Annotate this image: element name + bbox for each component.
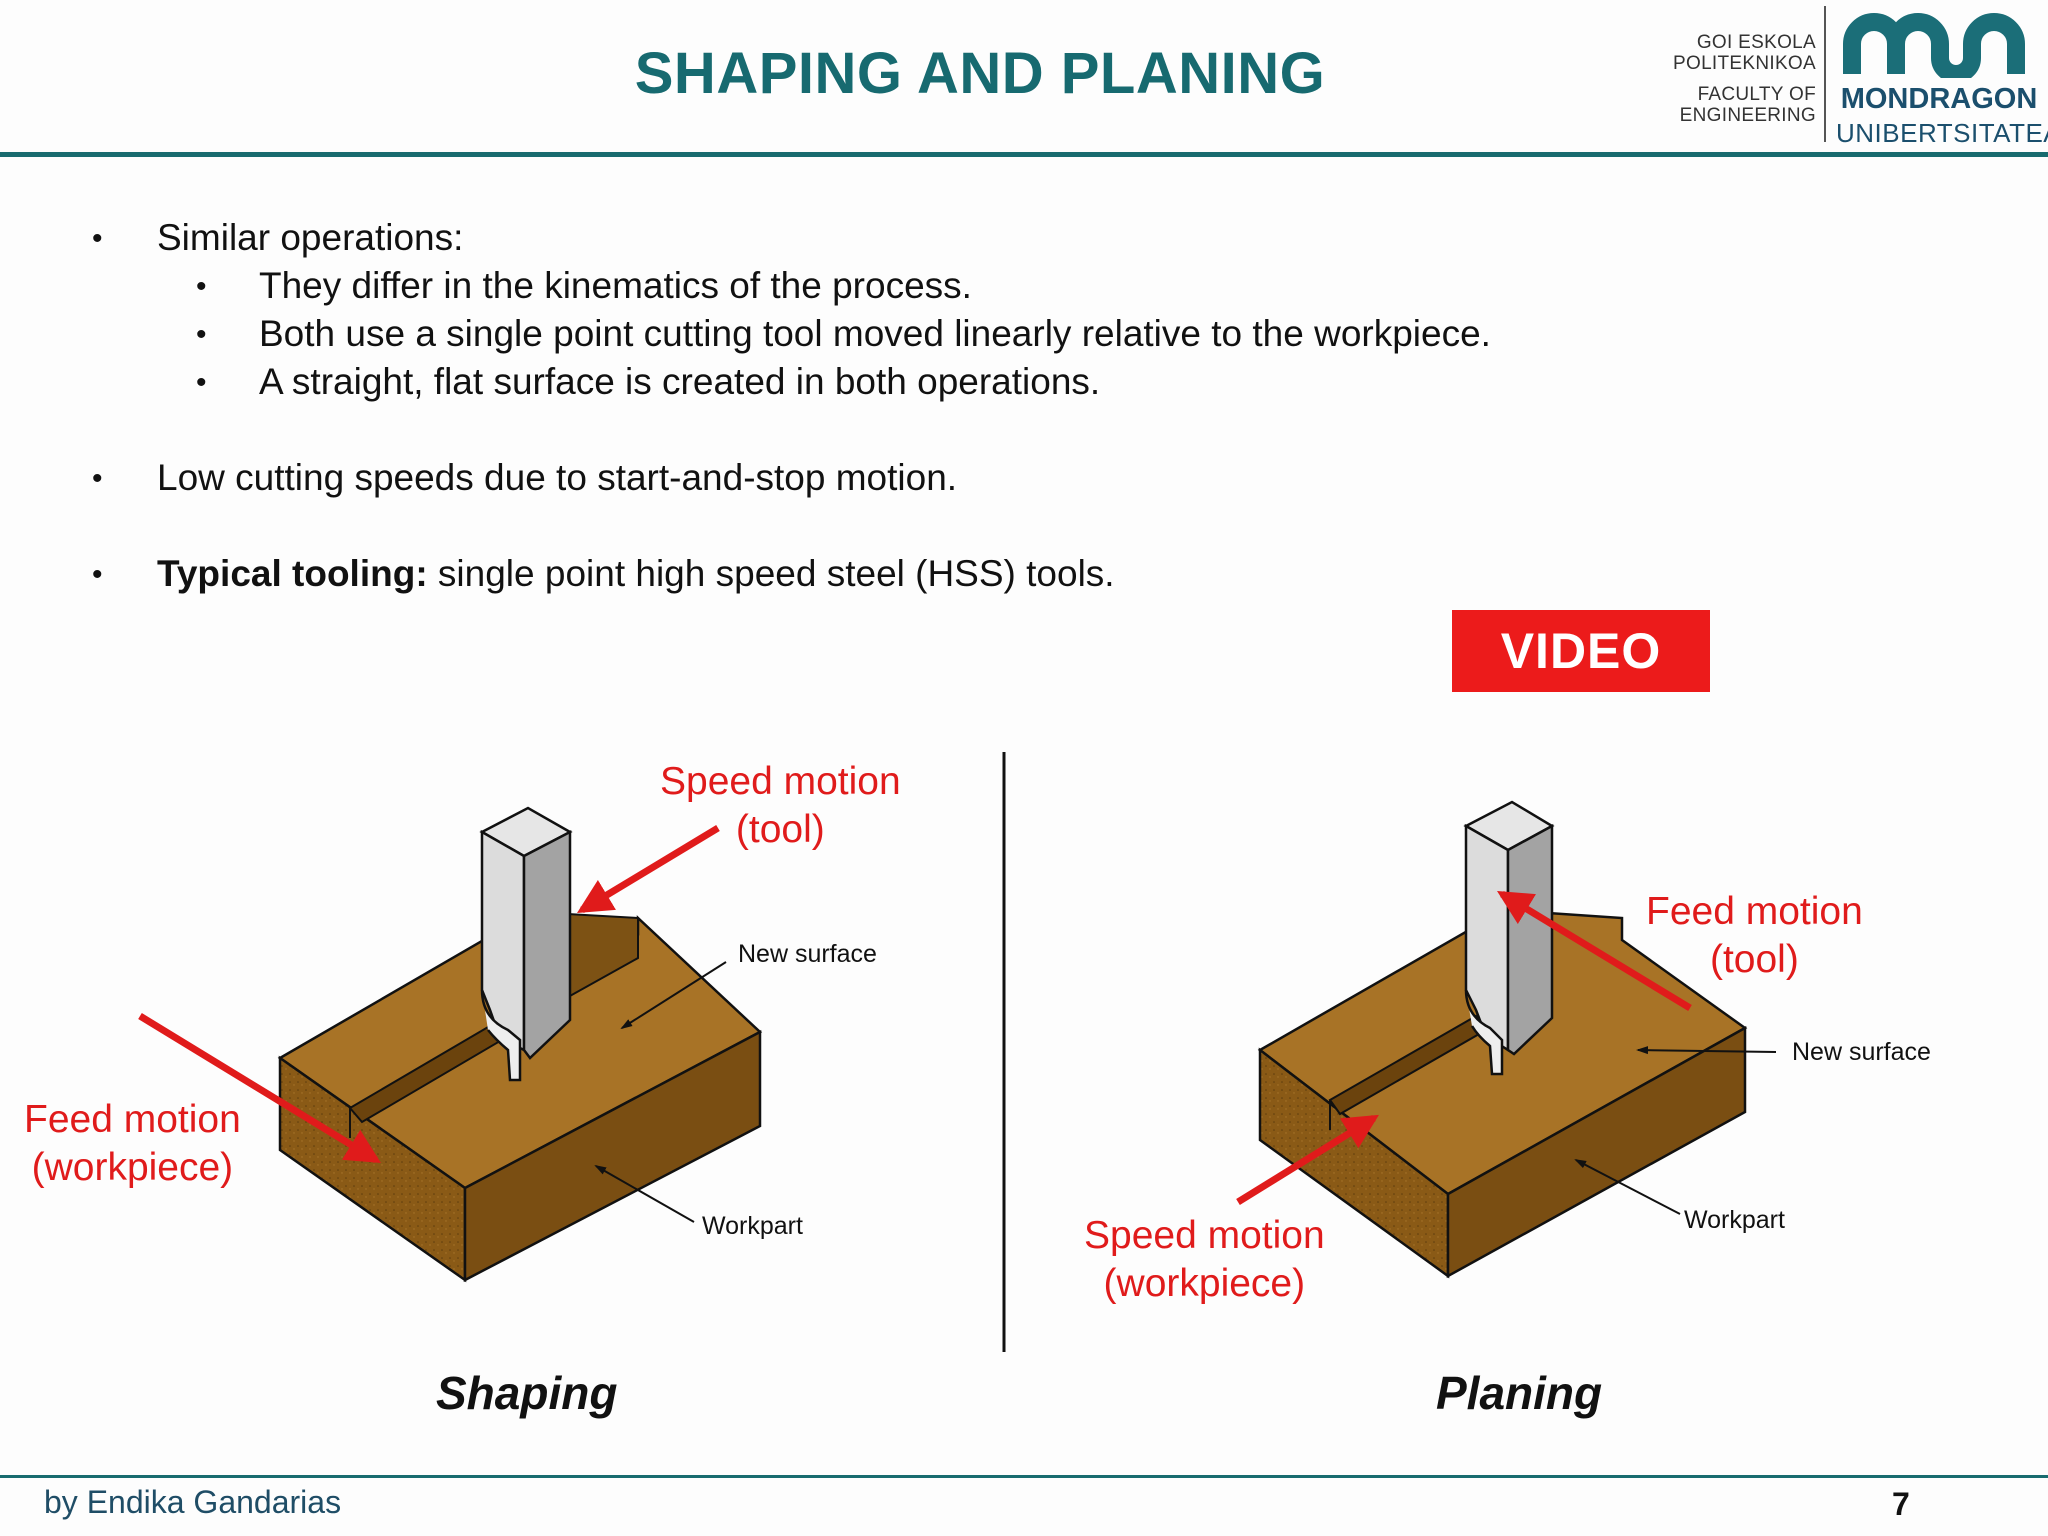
faculty-text: GOI ESKOLA POLITEKNIKOA FACULTY OF ENGIN…: [1673, 32, 1816, 126]
slide-header: SHAPING AND PLANING GOI ESKOLA POLITEKNI…: [0, 0, 2048, 157]
label-line: Speed motion: [660, 760, 901, 803]
planing-feed-label: Feed motion (tool): [1646, 888, 1863, 984]
planing-caption: Planing: [1436, 1367, 1603, 1419]
bullet-low-speed: Low cutting speeds due to start-and-stop…: [157, 457, 958, 498]
bullet-dot: •: [196, 270, 207, 303]
planing-feed-arrow: [1497, 890, 1692, 1011]
faculty-line: ENGINEERING: [1679, 105, 1816, 126]
bullet-similar: Similar operations:: [157, 217, 464, 258]
sub-bullet-single-point: Both use a single point cutting tool mov…: [259, 313, 1491, 354]
video-button[interactable]: VIDEO: [1452, 610, 1710, 692]
label-line: Feed motion: [1646, 890, 1863, 933]
university-name: MONDRAGON UNIBERTSITATEA: [1836, 82, 2048, 150]
shaping-caption: Shaping: [436, 1367, 618, 1419]
bullet-dot: •: [196, 318, 207, 351]
slide-title: SHAPING AND PLANING: [634, 41, 1326, 106]
bullet-dot: •: [92, 558, 103, 591]
shaping-tool: [479, 806, 573, 1082]
label-line: Speed motion: [1084, 1214, 1325, 1257]
label-line: (tool): [1709, 938, 1799, 981]
shaping-workpart-leader: [594, 1165, 695, 1223]
footer-divider: [0, 1475, 2048, 1478]
shaping-feed-label: Feed motion (workpiece): [24, 1096, 241, 1192]
shaping-planing-figure: [138, 752, 1777, 1352]
planing-workpart-leader: [1574, 1159, 1681, 1215]
planing-workpart-label: Workpart: [1684, 1206, 1785, 1234]
shaping-workpart-label: Workpart: [702, 1212, 803, 1240]
tooling-text: single point high speed steel (HSS) tool…: [427, 553, 1115, 594]
label-line: (tool): [735, 808, 825, 851]
shaping-new-surface-leader: [620, 961, 727, 1030]
university-logo: GOI ESKOLA POLITEKNIKOA FACULTY OF ENGIN…: [1640, 0, 2048, 150]
header-divider: [0, 152, 2048, 157]
logo-divider: [1824, 6, 1826, 142]
bullet-dot: •: [92, 462, 103, 495]
sub-bullet-kinematics: They differ in the kinematics of the pro…: [259, 265, 972, 306]
mondragon-mark-icon: [1843, 13, 2025, 78]
faculty-line: POLITEKNIKOA: [1673, 53, 1816, 74]
bullet-tooling: Typical tooling: single point high speed…: [157, 552, 1115, 596]
sub-bullet-flat-surface: A straight, flat surface is created in b…: [259, 361, 1101, 402]
shaping-feed-arrow: [138, 1013, 381, 1164]
planing-new-surface-leader: [1636, 1046, 1777, 1055]
university-name-main: MONDRAGON: [1840, 83, 2038, 115]
shaping-speed-label: Speed motion (tool): [660, 758, 901, 854]
label-line: (workpiece): [1103, 1262, 1306, 1305]
tooling-label: Typical tooling:: [157, 553, 428, 594]
faculty-line: FACULTY OF: [1697, 84, 1816, 105]
shaping-new-surface-label: New surface: [738, 940, 877, 968]
bullet-dot: •: [196, 366, 207, 399]
planing-speed-label: Speed motion (workpiece): [1084, 1212, 1325, 1308]
shaping-speed-arrow: [577, 825, 720, 914]
label-line: Feed motion: [24, 1098, 241, 1141]
page-number: 7: [1892, 1486, 1910, 1522]
bullet-dot: •: [92, 222, 103, 255]
university-name-sub: UNIBERTSITATEA: [1836, 118, 2048, 148]
footer-author: by Endika Gandarias: [44, 1484, 342, 1520]
planing-speed-arrow: [1236, 1114, 1379, 1205]
planing-tool: [1463, 800, 1555, 1076]
label-line: (workpiece): [31, 1146, 234, 1189]
planing-new-surface-label: New surface: [1792, 1038, 1931, 1066]
faculty-line: GOI ESKOLA: [1696, 32, 1816, 53]
